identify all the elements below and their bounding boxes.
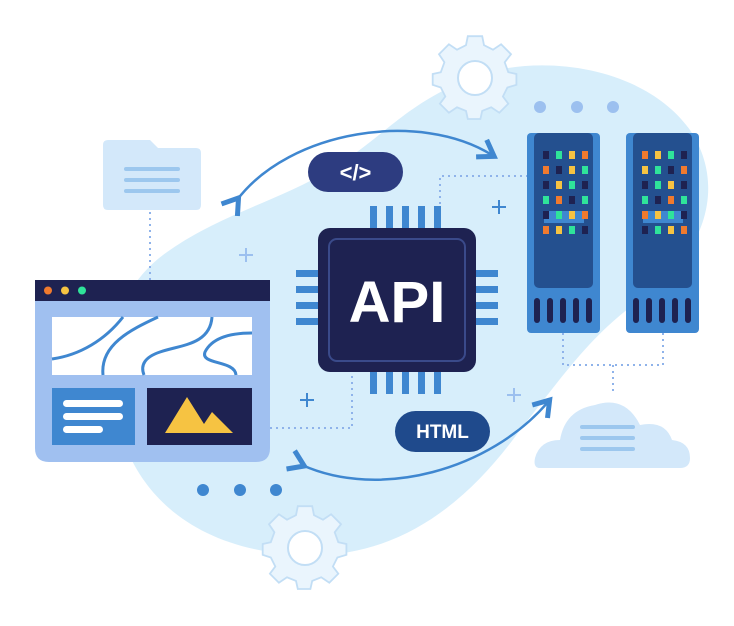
- server-led: [543, 196, 549, 204]
- server-led: [681, 226, 687, 234]
- server-led: [681, 151, 687, 159]
- server-led: [655, 226, 661, 234]
- server-led: [642, 226, 648, 234]
- server-led: [556, 211, 562, 219]
- server-led: [642, 211, 648, 219]
- folder-icon: [103, 140, 201, 210]
- server-led: [556, 181, 562, 189]
- server-led: [655, 196, 661, 204]
- browser-window: [35, 280, 270, 462]
- server-led: [681, 181, 687, 189]
- server-led: [642, 151, 648, 159]
- server-led: [543, 226, 549, 234]
- cloud-icon: [534, 402, 690, 468]
- server-led: [582, 181, 588, 189]
- chip-pins: [296, 206, 498, 394]
- plus-icon: [239, 200, 521, 407]
- server-led: [543, 151, 549, 159]
- server-led: [543, 211, 549, 219]
- code-tag-label: </>: [340, 160, 372, 185]
- server-rack-right: [626, 133, 699, 333]
- gear-icon: [261, 505, 348, 590]
- server-led: [569, 151, 575, 159]
- dotted-connectors: [149, 175, 664, 429]
- api-label: API: [349, 270, 446, 335]
- server-led: [681, 211, 687, 219]
- html-label: HTML: [416, 422, 469, 443]
- server-led: [569, 211, 575, 219]
- server-led: [655, 181, 661, 189]
- api-chip: [318, 228, 476, 372]
- server-rack-left: [527, 133, 600, 333]
- server-led: [582, 226, 588, 234]
- server-led: [582, 211, 588, 219]
- server-led: [681, 196, 687, 204]
- server-led: [642, 196, 648, 204]
- close-dot-icon: [44, 286, 52, 295]
- server-led: [668, 181, 674, 189]
- server-led: [668, 196, 674, 204]
- dots-top: [534, 101, 619, 113]
- maximize-dot-icon: [78, 286, 86, 295]
- server-led: [668, 226, 674, 234]
- server-led: [668, 151, 674, 159]
- server-led: [681, 166, 687, 174]
- top-arrow: [220, 129, 498, 217]
- server-led: [642, 166, 648, 174]
- bottom-arrow: [286, 396, 553, 481]
- server-led: [543, 166, 549, 174]
- image-icon: [147, 388, 252, 445]
- server-led: [642, 181, 648, 189]
- server-led: [582, 166, 588, 174]
- server-led: [655, 166, 661, 174]
- server-led: [668, 166, 674, 174]
- server-led: [569, 196, 575, 204]
- code-tag-badge: [308, 152, 403, 192]
- server-led: [556, 226, 562, 234]
- map-lines: [51, 315, 253, 376]
- server-led: [556, 151, 562, 159]
- minimize-dot-icon: [61, 286, 69, 295]
- html-badge: [395, 411, 490, 452]
- server-led: [668, 211, 674, 219]
- server-led: [569, 181, 575, 189]
- server-led: [543, 181, 549, 189]
- server-led: [569, 166, 575, 174]
- server-led: [582, 151, 588, 159]
- server-led: [582, 196, 588, 204]
- server-led: [556, 196, 562, 204]
- dots-bottom: [197, 484, 282, 496]
- server-led: [655, 151, 661, 159]
- server-led: [556, 166, 562, 174]
- gear-icon: [431, 35, 518, 120]
- server-led: [655, 211, 661, 219]
- server-led: [569, 226, 575, 234]
